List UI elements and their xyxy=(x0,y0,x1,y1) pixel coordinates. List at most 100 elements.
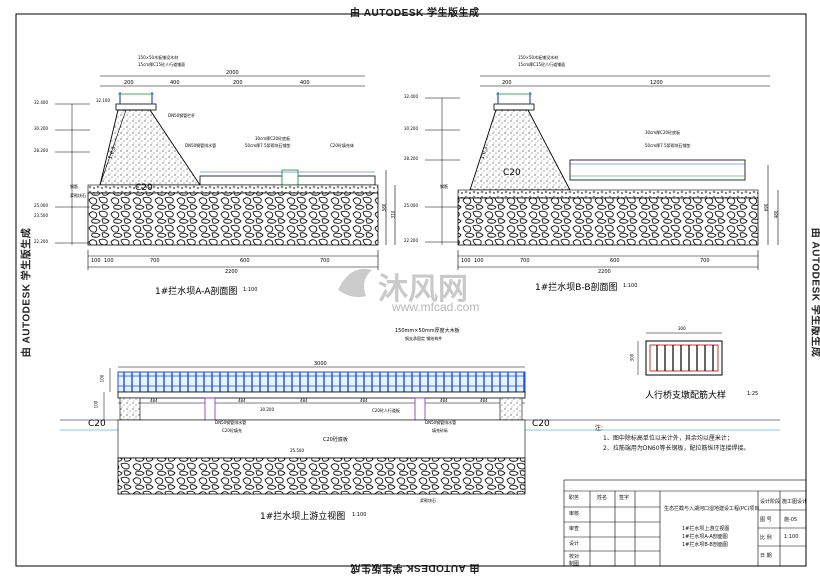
tb-meta-value-3: 1:100 xyxy=(784,534,799,540)
bb-dim-b2: 100 xyxy=(474,258,484,264)
aa-label-drain-pipe: DN50钢管排水管 xyxy=(185,143,217,148)
tb-drawing-3: 1#拦水坝B-B剖面图 xyxy=(682,542,728,548)
bb-dim-1200: 1200 xyxy=(650,80,663,86)
notes-heading: 注: xyxy=(595,425,604,432)
tb-project: 生态拦截与入湖河口湿地建设工程(PC)项目 xyxy=(664,506,760,512)
tb-meta-value-1: 施工图设计 xyxy=(782,499,808,505)
aa-label-c20-slab: 30cm厚C20砼底板 xyxy=(255,136,291,141)
ev-left-dim-1: 100 xyxy=(99,374,105,383)
aa-scale: 1:100 xyxy=(243,287,258,293)
aa-elev-3: 30.200 xyxy=(34,126,48,131)
tb-role-3: 设计 xyxy=(569,541,580,547)
rebar-dim-top: 300 xyxy=(678,326,686,331)
aa-label-gravel: 50cm厚7.5浆砌块石铺垫 xyxy=(245,143,291,148)
bb-elev-5: 22.200 xyxy=(404,238,418,243)
ev-elev-2: 25.500 xyxy=(290,448,304,453)
ev-label-drain-right: DN50钢管排水管 xyxy=(425,420,457,425)
bb-dim-b1: 100 xyxy=(461,258,471,264)
ev-label-plank: 150mm×50mm厚度大木板 xyxy=(395,328,460,334)
bb-dim-r1: 690 xyxy=(763,203,769,212)
section-aa-drawing xyxy=(55,75,396,270)
aa-dim-r2: 310 xyxy=(390,210,396,219)
aa-elev-1: 32.400 xyxy=(34,100,48,105)
sheet-border xyxy=(15,13,807,567)
aa-label-concrete-top: 15cm厚C15砼人行道铺面 xyxy=(138,62,186,67)
bb-elev-3: 28.200 xyxy=(404,156,418,161)
bb-label-rebar: 钢筋 xyxy=(440,184,448,189)
ev-label-c20-fill: C20砼填充 xyxy=(222,428,242,433)
ev-dim-6: 484 xyxy=(480,398,488,403)
note-item-1: 1、图中除标高单位以米计外，其余均以厘米计； xyxy=(603,435,733,442)
aa-dim-total: 2200 xyxy=(225,269,238,275)
tb-header-name: 姓名 xyxy=(597,495,608,501)
ev-label-fill-note: 填充砂砾 xyxy=(432,428,448,433)
aa-elev-6: 23.500 xyxy=(34,213,48,218)
ev-dim-3: 484 xyxy=(300,398,308,403)
bb-dim-b5: 700 xyxy=(700,258,710,264)
ev-dim-3000: 3000 xyxy=(314,361,327,367)
aa-dim-400b: 400 xyxy=(300,80,310,86)
aa-dim-400a: 400 xyxy=(170,80,180,86)
aa-elev-7: 22.200 xyxy=(34,239,48,244)
aa-dim-b5: 700 xyxy=(320,258,330,264)
note-item-2: 2、拉筋端用为DN60等长钢板，配拉筋纵环连接焊接。 xyxy=(603,445,750,452)
aa-label-c20-body: C20砼填充体 xyxy=(330,143,354,148)
bb-dim-b4: 600 xyxy=(610,258,620,264)
bb-dim-r2: 480 xyxy=(773,210,779,219)
ev-label-c20-mid: C20砼底板 xyxy=(323,437,348,443)
aa-dim-2000: 2000 xyxy=(226,70,239,76)
tb-meta-label-2: 图 号 xyxy=(760,517,772,523)
ev-label-c20-mid2: C20砼人行道板 xyxy=(372,408,400,413)
rebar-dim-left: 300 xyxy=(629,353,635,362)
section-bb-drawing xyxy=(425,75,779,270)
ev-label-plank-sub: 钢支承固定 钢结构件 xyxy=(405,336,443,341)
bb-dim-total: 2200 xyxy=(598,269,611,275)
ev-elev-1: 30.200 xyxy=(260,407,274,412)
rebar-title: 人行桥支墩配筋大样 xyxy=(645,391,727,401)
bb-elev-1: 32.400 xyxy=(404,94,418,99)
aa-label-plank: 150×50木板铺设木材 xyxy=(138,55,179,60)
bb-dim-b3: 700 xyxy=(520,258,530,264)
aa-label-bed-rock: 浆砌块石 xyxy=(70,193,86,198)
tb-meta-value-2: 施-05 xyxy=(784,517,798,523)
aa-elev-2: 32.100 xyxy=(96,98,110,103)
bb-label-plank: 150×50木板铺设木材 xyxy=(518,55,559,60)
aa-label-steel-pipe: DN50钢管栏杆 xyxy=(168,113,196,118)
tb-role-1: 审核 xyxy=(569,511,580,517)
ev-label-c20-right: C20 xyxy=(532,419,550,429)
ev-title: 1#拦水坝上游立视图 xyxy=(260,512,346,522)
ev-dim-4: 484 xyxy=(360,398,368,403)
tb-meta-label-3: 比 例 xyxy=(760,535,772,541)
tb-role-2: 审查 xyxy=(569,526,580,532)
ev-left-dim-2: 100 xyxy=(93,400,99,409)
bb-label-gravel: 50cm厚7.5浆砌块石铺垫 xyxy=(645,143,691,148)
site-logo-mark xyxy=(338,268,372,298)
tb-header-role: 职务 xyxy=(569,495,580,501)
tb-drawing-1: 1#拦水坝上游立视图 xyxy=(682,526,730,532)
aa-dim-200a: 200 xyxy=(124,80,134,86)
bb-scale: 1:100 xyxy=(623,283,638,289)
aa-dim-b1: 100 xyxy=(91,258,101,264)
ev-scale: 1:100 xyxy=(352,512,367,518)
bb-label-concrete-top: 15cm厚C15砼人行道铺面 xyxy=(518,62,566,67)
rebar-detail-drawing xyxy=(637,332,723,376)
aa-label-c20: C20 xyxy=(135,183,153,193)
tb-header-sign: 签字 xyxy=(619,495,630,501)
tb-role-4: 校对 xyxy=(569,554,580,560)
tb-meta-label-1: 设计阶段 xyxy=(760,499,781,505)
notes-block: 注: 1、图中除标高单位以米计外，其余均以厘米计； 2、拉筋端用为DN60等长钢… xyxy=(595,424,750,454)
rebar-scale: 1:25 xyxy=(747,391,759,397)
elevation-view-drawing xyxy=(60,366,780,495)
ev-label-drain-left: DN50钢管排水管 xyxy=(215,420,247,425)
aa-dim-b2: 100 xyxy=(104,258,114,264)
bb-dim-200: 200 xyxy=(502,80,512,86)
ev-label-bedrock: 浆砌块石 xyxy=(420,498,436,503)
aa-label-rebar: 钢筋 xyxy=(70,184,78,189)
aa-elev-4: 28.200 xyxy=(34,148,48,153)
title-block-drawing xyxy=(563,479,807,567)
bb-elev-2: 30.200 xyxy=(404,126,418,131)
ev-label-c20-left: C20 xyxy=(88,419,106,429)
bb-label-c20: C20 xyxy=(503,168,521,178)
